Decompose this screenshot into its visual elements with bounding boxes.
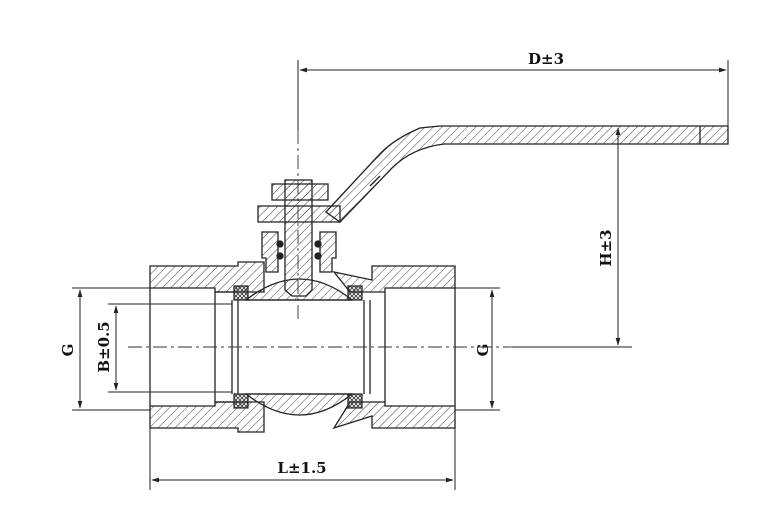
stem-nut — [271, 183, 329, 201]
seat-bottom-right — [347, 393, 363, 409]
bonnet-right — [319, 231, 337, 273]
dimension-h-label: H±3 — [597, 229, 615, 266]
valve-body — [149, 231, 456, 433]
bonnet — [261, 231, 279, 273]
seat-top-right — [347, 285, 363, 301]
dimensions — [72, 60, 729, 490]
seats — [233, 285, 363, 409]
dimension-l-label: L±1.5 — [277, 459, 326, 477]
dimension-d-label: D±3 — [528, 50, 564, 68]
center-lines — [128, 130, 512, 348]
stem-oring — [276, 240, 284, 248]
dimension-g-left-label: G — [59, 344, 77, 357]
seat-bottom-left — [233, 393, 249, 409]
left-connector-bottom-wall — [149, 401, 265, 433]
stem — [257, 179, 341, 297]
dimension-b-label: B±0.5 — [95, 321, 113, 372]
handle-bar — [325, 125, 729, 223]
dimension-g-right-label: G — [474, 344, 492, 357]
lever-handle — [325, 125, 729, 223]
seat-top-left — [233, 285, 249, 301]
